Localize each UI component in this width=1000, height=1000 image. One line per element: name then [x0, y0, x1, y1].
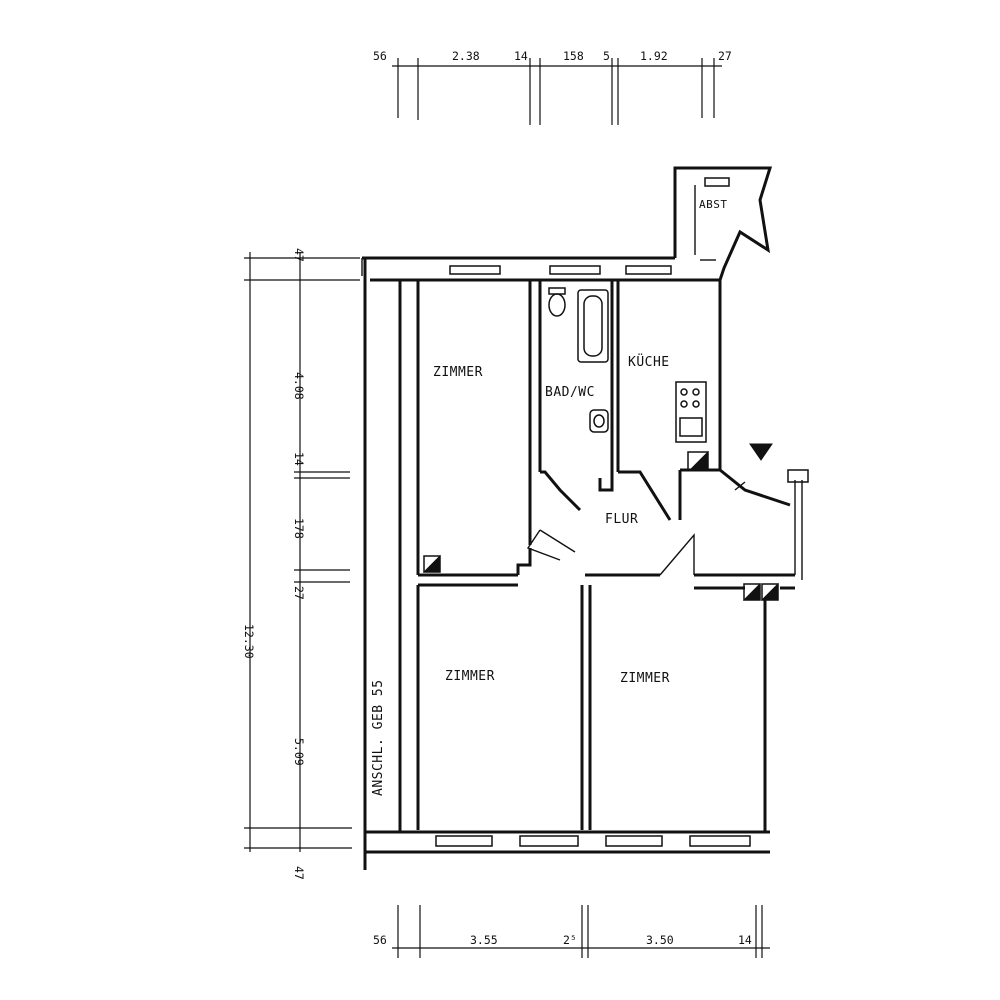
- dim-top-2: 14: [514, 49, 528, 63]
- room-label-zimmer-top: ZIMMER: [433, 365, 483, 380]
- bathtub-icon: [577, 289, 609, 363]
- stove-icon: [675, 381, 707, 443]
- dim-top-1: 2.38: [452, 49, 480, 63]
- room-label-bad-wc: BAD/WC: [545, 385, 595, 400]
- room-label-kueche: KÜCHE: [628, 353, 670, 370]
- dim-top-3: 158: [563, 49, 584, 63]
- dim-top-4: 5: [603, 49, 610, 63]
- dim-left-4: 27: [292, 586, 306, 600]
- left-dimension-chain: 47 4.08 14 178 27 5.09 47 12.30: [242, 248, 360, 880]
- dim-left-6: 47: [292, 866, 306, 880]
- room-label-flur: FLUR: [605, 512, 638, 527]
- dim-bottom-3: 3.50: [646, 933, 674, 947]
- dim-left-5: 5.09: [292, 738, 306, 766]
- room-label-zimmer-right: ZIMMER: [620, 671, 670, 686]
- sink-icon: [589, 409, 609, 433]
- chimney-markers: [422, 450, 809, 601]
- dim-left-0: 47: [292, 248, 306, 262]
- dim-top-5: 1.92: [640, 49, 668, 63]
- bathroom-fixtures: [548, 287, 609, 433]
- top-dimension-chain: 56 2.38 14 158 5 1.92 27: [373, 49, 732, 125]
- walls: [361, 166, 803, 870]
- bottom-dimension-chain: 56 3.55 2⁵ 3.50 14: [373, 905, 770, 958]
- adjacent-building-note: ANSCHL. GEB 55: [371, 679, 386, 796]
- windows: [435, 177, 751, 847]
- dim-bottom-4: 14: [738, 933, 752, 947]
- room-label-abst: ABST: [699, 198, 728, 211]
- dim-bottom-1: 3.55: [470, 933, 498, 947]
- dim-left-2: 14: [292, 452, 306, 466]
- dim-bottom-2: 2⁵: [563, 933, 577, 947]
- dim-left-total: 12.30: [242, 624, 256, 659]
- dim-top-6: 27: [718, 49, 732, 63]
- toilet-icon: [548, 293, 566, 317]
- room-label-zimmer-left: ZIMMER: [445, 669, 495, 684]
- dim-bottom-0: 56: [373, 933, 387, 947]
- dim-left-1: 4.08: [292, 372, 306, 400]
- entrance-arrow-icon: [749, 443, 773, 461]
- dim-top-0: 56: [373, 49, 387, 63]
- dim-left-3: 178: [292, 518, 306, 539]
- kitchen-fixtures: [675, 381, 707, 443]
